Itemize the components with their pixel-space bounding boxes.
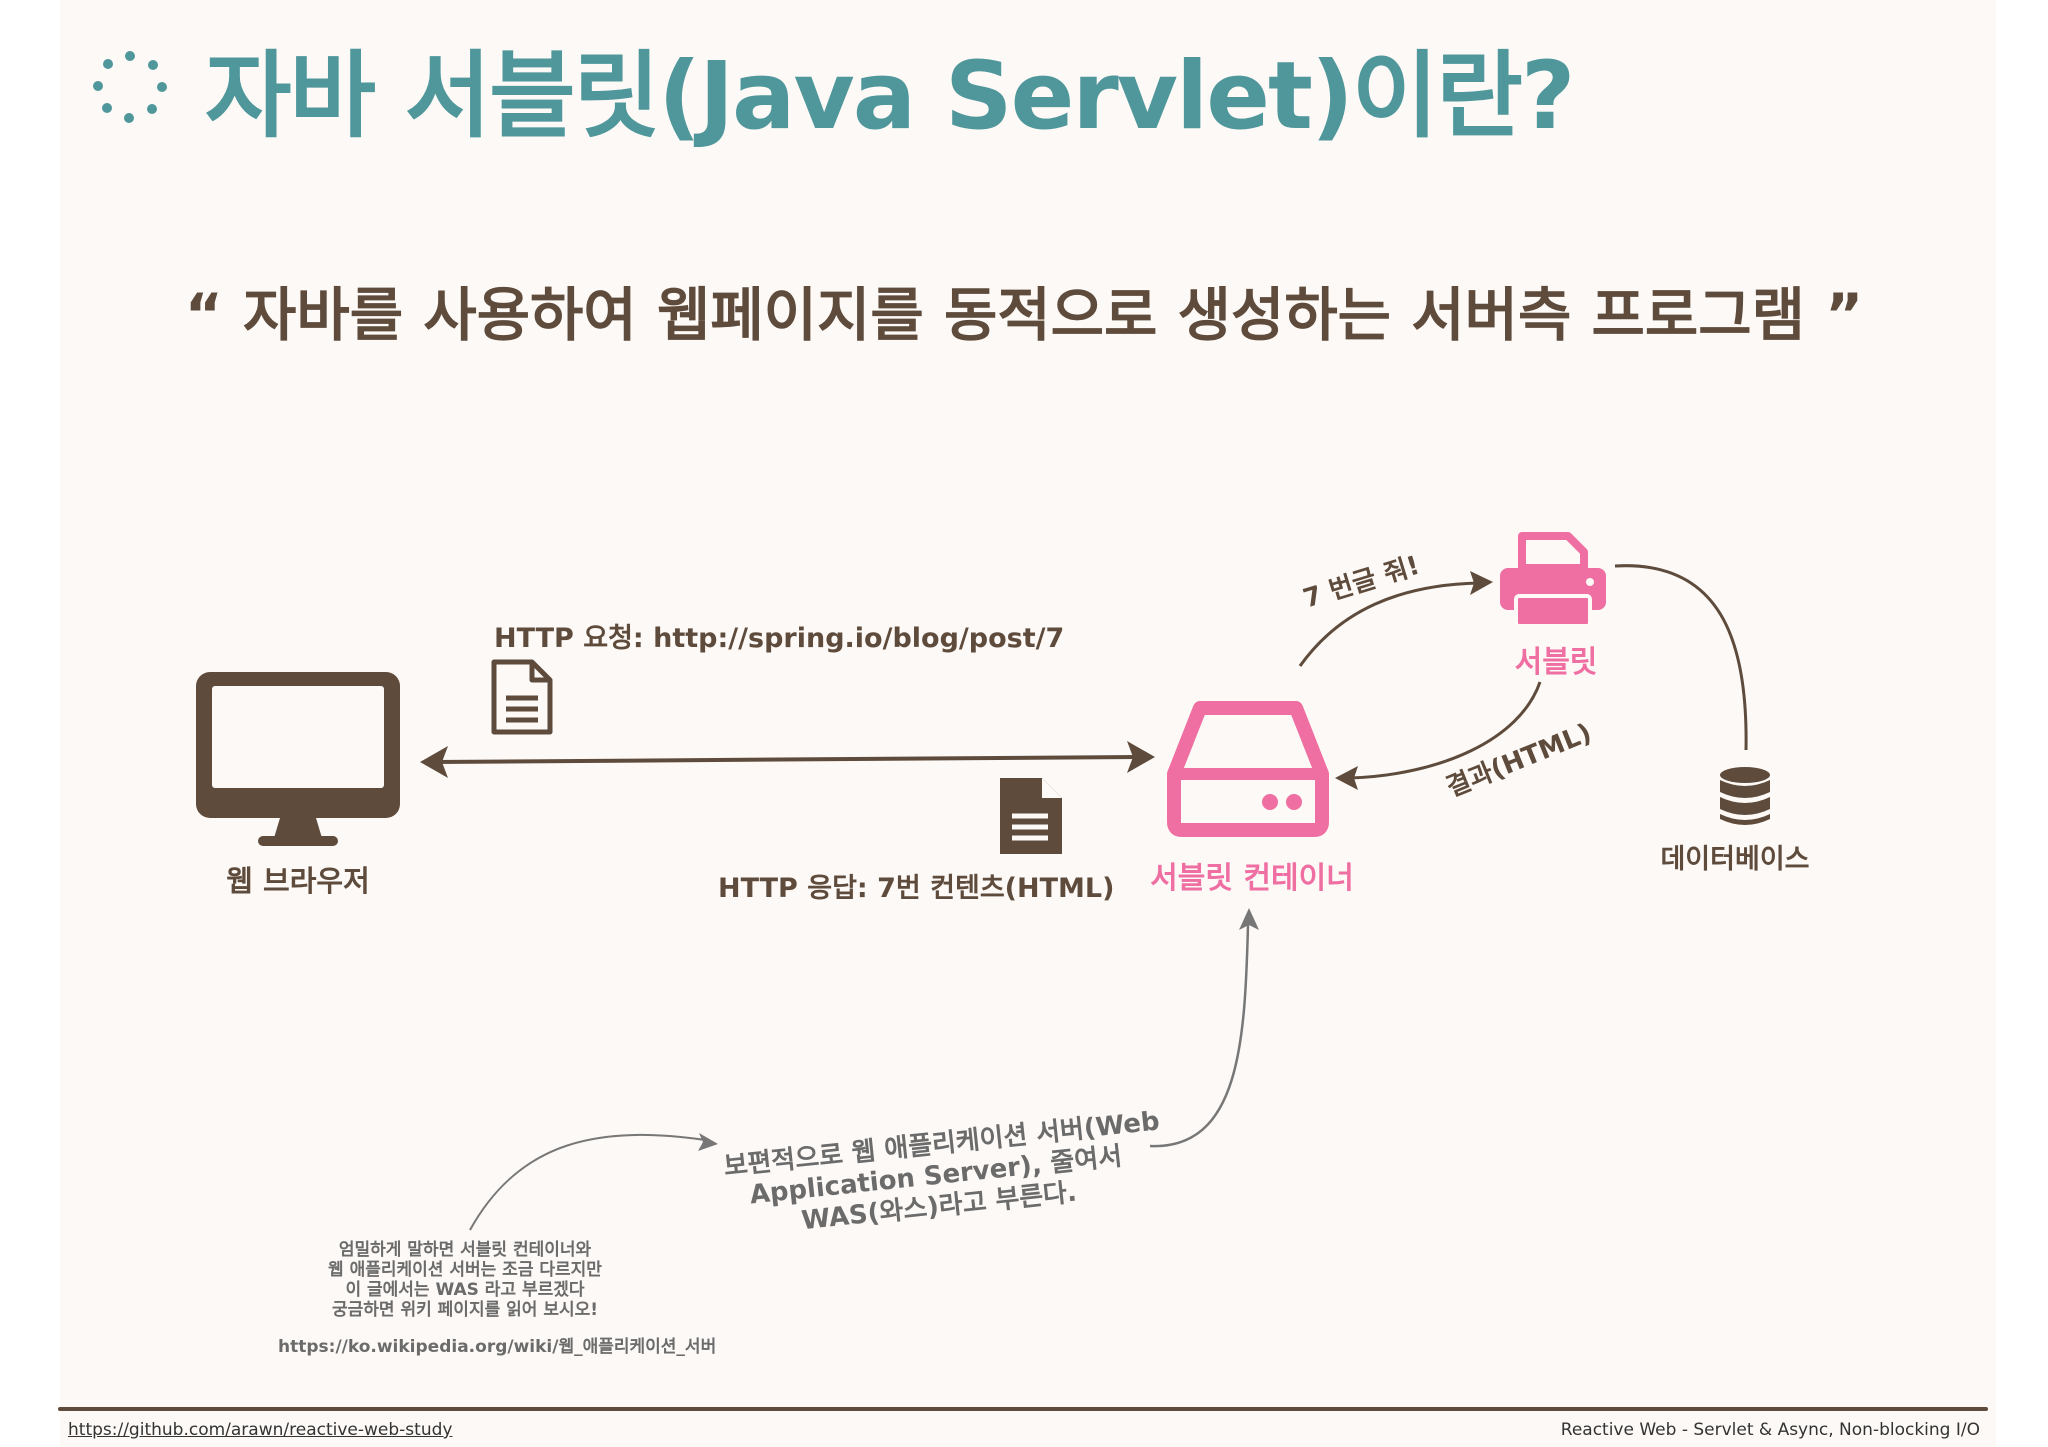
strict-note-line: 웹 애플리케이션 서버는 조금 다르지만 (328, 1260, 602, 1280)
browser-label: 웹 브라우저 (226, 864, 370, 898)
ask-arrow (1298, 571, 1493, 667)
document-outline-icon (491, 659, 553, 735)
strict-note-arrow (469, 1133, 718, 1231)
github-link[interactable]: https://github.com/arawn/reactive-web-st… (68, 1420, 453, 1440)
request-response-arrow (420, 741, 1155, 778)
response-label: HTTP 응답: 7번 컨텐츠(HTML) (718, 873, 1115, 904)
page-title: 자바 서블릿(Java Servlet)이란? (205, 42, 1575, 151)
servlet-container-label: 서블릿 컨테이너 (1150, 861, 1354, 896)
request-label: HTTP 요청: http://spring.io/blog/post/7 (494, 623, 1065, 654)
database-icon (1720, 767, 1770, 825)
was-note-arrow (1149, 908, 1259, 1148)
strict-note-line: 이 글에서는 WAS 라고 부르겠다 (345, 1280, 585, 1300)
monitor-icon (196, 672, 400, 846)
servlet-db-line (1614, 564, 1748, 751)
server-icon (1167, 701, 1329, 837)
dotted-circle-icon (93, 51, 167, 123)
wikipedia-link[interactable]: https://ko.wikipedia.org/wiki/웹_애플리케이션_서… (278, 1337, 717, 1357)
footer-divider (58, 1407, 1988, 1411)
definition-quote: “ 자바를 사용하여 웹페이지를 동적으로 생성하는 서버측 프로그램 ” (184, 281, 1864, 349)
servlet-label: 서블릿 (1514, 645, 1598, 680)
strict-note-line: 궁금하면 위키 페이지를 읽어 보시오! (331, 1300, 599, 1320)
strict-note: 엄밀하게 말하면 서블릿 컨테이너와 웹 애플리케이션 서버는 조금 다르지만 … (290, 1240, 640, 1320)
strict-note-line: 엄밀하게 말하면 서블릿 컨테이너와 (338, 1240, 592, 1260)
document-filled-icon (1000, 778, 1062, 854)
printer-icon (1500, 532, 1606, 628)
footer-caption: Reactive Web - Servlet & Async, Non-bloc… (1560, 1420, 1980, 1440)
database-label: 데이터베이스 (1660, 844, 1810, 875)
result-arrow (1335, 681, 1542, 790)
